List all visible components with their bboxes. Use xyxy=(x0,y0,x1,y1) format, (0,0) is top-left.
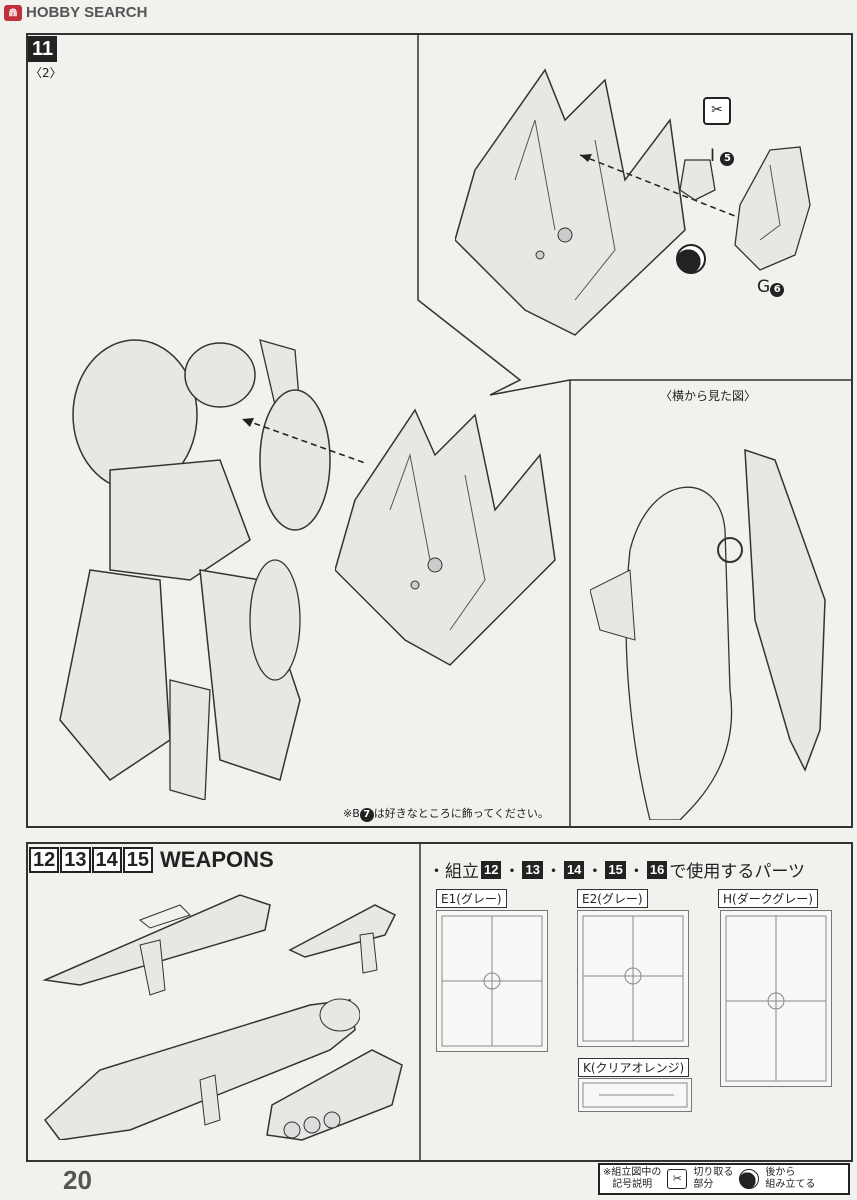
runner-e2 xyxy=(577,910,689,1047)
step-11-frame xyxy=(26,33,853,828)
missile-pod-illustration xyxy=(266,1049,403,1141)
runner-k xyxy=(578,1078,692,1112)
runner-k-label: K(クリアオレンジ) xyxy=(578,1058,690,1077)
legend-cut-text: 切り取る 部分 xyxy=(693,1167,734,1190)
assembly-arrow-mid xyxy=(242,418,366,464)
side-view-illustration xyxy=(590,448,826,820)
runner-e2-label: E2(グレー) xyxy=(577,889,648,908)
runner-h-label: H(ダークグレー) xyxy=(718,889,818,908)
logo-mark-icon: ⋒ xyxy=(4,4,22,21)
runner-e1-label: E1(グレー) xyxy=(436,889,507,908)
weapons-step-13: 13 xyxy=(60,847,91,873)
runner-e1 xyxy=(436,910,548,1052)
parts-step-15: 15 xyxy=(605,860,626,879)
weapons-title: WEAPONS xyxy=(160,847,274,872)
shield-illustration-top xyxy=(455,68,686,336)
legend-later-text: 後から 組み立てる xyxy=(765,1167,816,1190)
assembly-arrow-top xyxy=(580,154,741,219)
cut-symbol-icon: ✂ xyxy=(703,97,731,125)
parts-prefix: ・組立 xyxy=(428,862,479,882)
legend-title: ※組立図中の 記号説明 xyxy=(603,1167,662,1190)
bazooka-illustration xyxy=(43,998,360,1140)
parts-used-line: ・組立 12 ・ 13 ・ 14 ・ 15 ・ 16 で使用するパーツ xyxy=(428,857,805,882)
shield-illustration-mid xyxy=(335,408,556,666)
page-number: 20 xyxy=(63,1165,92,1195)
step-11-number: 11 xyxy=(28,36,58,62)
part-g6-illustration xyxy=(734,146,811,271)
weapons-frame xyxy=(26,842,853,1162)
side-view-label: 〈横から見た図〉 xyxy=(660,389,757,403)
assemble-later-icon xyxy=(676,244,706,274)
part-i5-label: I 5 xyxy=(710,146,735,166)
weapons-step-14: 14 xyxy=(91,847,122,873)
pistol-illustration xyxy=(288,904,397,974)
legend-later-icon xyxy=(739,1169,760,1189)
hobby-search-logo: ⋒ HOBBY SEARCH xyxy=(4,4,147,21)
legend-cut-icon: ✂ xyxy=(667,1169,688,1189)
parts-suffix: で使用するパーツ xyxy=(669,862,806,882)
parts-step-13: 13 xyxy=(522,860,543,879)
runner-h xyxy=(720,910,832,1087)
parts-step-14: 14 xyxy=(563,860,585,879)
parts-step-12: 12 xyxy=(481,860,502,879)
weapons-header: 12 13 14 15 WEAPONS xyxy=(29,847,274,873)
rifle-illustration xyxy=(42,894,271,996)
logo-text: HOBBY SEARCH xyxy=(26,4,148,21)
weapons-step-12: 12 xyxy=(29,847,60,873)
symbol-legend: ※組立図中の 記号説明 ✂ 切り取る 部分 後から 組み立てる xyxy=(598,1163,850,1195)
parts-step-16: 16 xyxy=(646,860,668,879)
mecha-robot-illustration xyxy=(59,339,331,800)
step-11-sub: 〈2〉 xyxy=(30,66,62,80)
weapons-step-15: 15 xyxy=(122,847,153,873)
part-i5-illustration xyxy=(679,159,716,201)
